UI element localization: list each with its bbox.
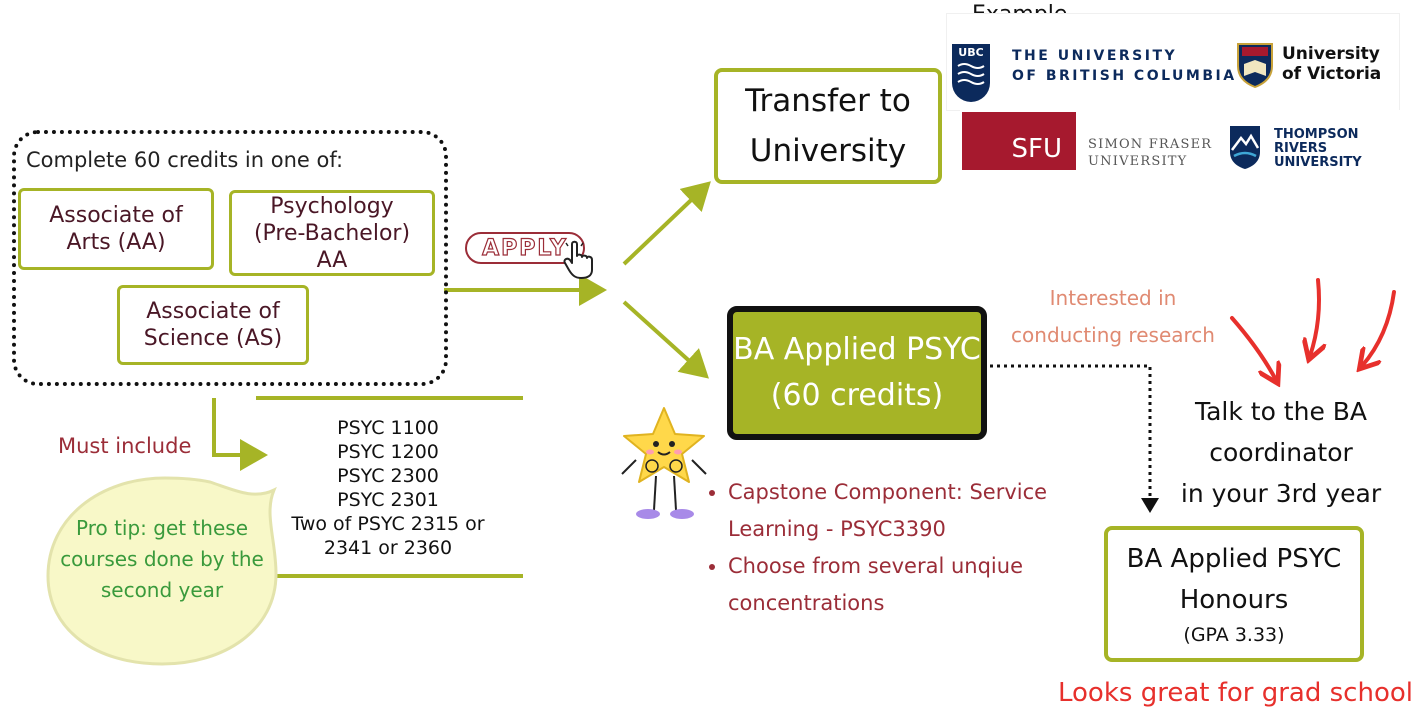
sfu-mark: SFU bbox=[1011, 134, 1063, 164]
program-aa-label: Associate of Arts (AA) bbox=[49, 203, 183, 255]
tru-mountain-icon bbox=[1230, 126, 1260, 169]
honours-line1: BA Applied PSYC bbox=[1126, 544, 1342, 574]
red-arrow-right bbox=[1362, 290, 1396, 366]
uvic-wordmark: University of Victoria bbox=[1282, 44, 1381, 84]
ubc-line2: OF BRITISH COLUMBIA bbox=[1012, 68, 1237, 84]
arrow-to-transfer bbox=[622, 181, 711, 266]
ba-honours-box: BA Applied PSYC Honours (GPA 3.33) bbox=[1104, 526, 1364, 662]
sfu-line2: UNIVERSITY bbox=[1088, 154, 1188, 169]
research-line2: conducting research bbox=[1011, 323, 1215, 347]
program-as-line1: Associate of bbox=[146, 299, 280, 324]
ba-line1: BA Applied PSYC bbox=[733, 332, 981, 367]
talk-line2: coordinator bbox=[1209, 438, 1353, 467]
course-item: PSYC 2300 bbox=[337, 465, 439, 487]
ba-feature-item: Capstone Component: Service Learning - P… bbox=[728, 474, 1076, 548]
tru-line1: THOMPSON bbox=[1274, 127, 1359, 142]
research-interest-note: Interested in conducting research bbox=[1004, 280, 1222, 354]
program-psych-line3: AA bbox=[316, 247, 348, 273]
program-psychology-pre-bachelor: Psychology (Pre-Bachelor) AA bbox=[229, 190, 435, 276]
ubc-wordmark: THE UNIVERSITY OF BRITISH COLUMBIA bbox=[1012, 46, 1237, 86]
pro-tip-text: Pro tip: get these courses done by the s… bbox=[60, 516, 264, 602]
required-course-list: PSYC 1100 PSYC 1200 PSYC 2300 PSYC 2301 … bbox=[276, 416, 500, 560]
tru-line2: RIVERS bbox=[1274, 141, 1328, 156]
sfu-logo: SFU bbox=[962, 112, 1076, 170]
grad-school-note: Looks great for grad school bbox=[1058, 678, 1413, 708]
university-logos-panel bbox=[946, 13, 1400, 111]
ba-line2: (60 credits) bbox=[770, 378, 944, 413]
honours-line3: (GPA 3.33) bbox=[1183, 624, 1285, 646]
ba-applied-psyc-box: BA Applied PSYC (60 credits) bbox=[727, 306, 987, 440]
apply-button[interactable]: APPLY bbox=[465, 232, 585, 264]
program-options-heading: Complete 60 credits in one of: bbox=[26, 148, 344, 172]
tru-wordmark: THOMPSON RIVERS UNIVERSITY bbox=[1274, 128, 1362, 170]
talk-to-coordinator-note: Talk to the BA coordinator in your 3rd y… bbox=[1176, 391, 1386, 514]
uvic-line1: University bbox=[1282, 44, 1380, 64]
program-options-container bbox=[12, 130, 448, 386]
star-mascot-icon bbox=[621, 407, 707, 519]
arrow-to-ba bbox=[622, 300, 709, 379]
course-item: PSYC 1100 bbox=[337, 417, 439, 439]
uvic-line2: of Victoria bbox=[1282, 64, 1382, 84]
uvic-crest-icon bbox=[1237, 43, 1273, 88]
apply-button-label: APPLY bbox=[481, 235, 568, 261]
ba-features-list: Capstone Component: Service Learning - P… bbox=[706, 474, 1076, 622]
transfer-to-university-box: Transfer to University bbox=[714, 68, 942, 184]
red-arrow-middle bbox=[1310, 278, 1319, 356]
ba-feature-item: Choose from several unqiue concentration… bbox=[728, 548, 1076, 622]
transfer-line1: Transfer to bbox=[745, 83, 911, 119]
program-psych-line1: Psychology bbox=[270, 193, 394, 219]
sfu-line1: SIMON FRASER bbox=[1088, 137, 1213, 152]
tru-line3: UNIVERSITY bbox=[1274, 155, 1362, 170]
talk-line1: Talk to the BA bbox=[1194, 397, 1368, 426]
program-associate-of-arts: Associate of Arts (AA) bbox=[18, 188, 214, 270]
program-associate-of-science: Associate of Science (AS) bbox=[117, 285, 309, 365]
must-include-label: Must include bbox=[58, 434, 192, 458]
honours-line2: Honours bbox=[1179, 585, 1289, 615]
course-item: Two of PSYC 2315 or bbox=[291, 513, 485, 535]
ubc-logo: UBC bbox=[952, 44, 990, 102]
ubc-mark: UBC bbox=[958, 46, 984, 59]
program-as-line2: Science (AS) bbox=[143, 326, 283, 351]
course-item: PSYC 2301 bbox=[337, 489, 439, 511]
red-arrow-left bbox=[1230, 316, 1276, 380]
course-item: PSYC 1200 bbox=[337, 441, 439, 463]
pointer-hand-icon bbox=[563, 240, 593, 279]
ubc-shield-icon bbox=[957, 63, 985, 85]
transfer-line2: University bbox=[749, 133, 907, 169]
sfu-wordmark: SIMON FRASER UNIVERSITY bbox=[1088, 136, 1212, 170]
course-item: 2341 or 2360 bbox=[323, 537, 453, 559]
arrow-must-include bbox=[212, 398, 268, 471]
talk-line3: in your 3rd year bbox=[1180, 479, 1382, 508]
pro-tip-bubble bbox=[46, 476, 278, 666]
research-line1: Interested in bbox=[1049, 286, 1177, 310]
program-psych-line2: (Pre-Bachelor) bbox=[253, 220, 411, 246]
ubc-line1: THE UNIVERSITY bbox=[1012, 48, 1178, 64]
